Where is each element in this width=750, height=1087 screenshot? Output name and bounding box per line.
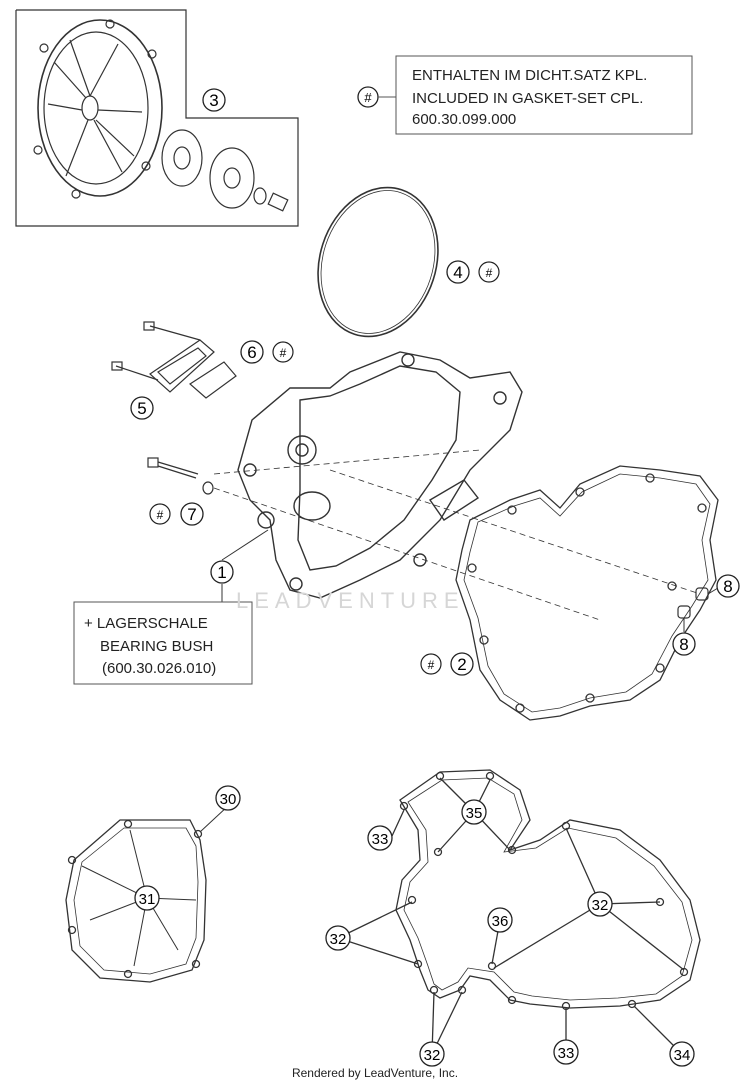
- svg-text:#: #: [280, 346, 287, 360]
- svg-text:32: 32: [592, 897, 609, 914]
- svg-text:30: 30: [220, 791, 237, 808]
- callout-33-bottom[interactable]: 33: [553, 1039, 579, 1065]
- callout-32-bottom[interactable]: 32: [419, 1041, 445, 1067]
- leadventure-watermark: LEADVENTURE: [236, 588, 465, 613]
- callout-32-right[interactable]: 32: [587, 891, 613, 917]
- svg-text:8: 8: [723, 577, 732, 596]
- svg-text:32: 32: [424, 1047, 441, 1064]
- callout-32-left[interactable]: 32: [325, 925, 351, 951]
- clutch-cover-housing: [213, 351, 701, 621]
- small-cover-plate: [111, 321, 237, 399]
- svg-text:1: 1: [217, 563, 226, 582]
- hash-6: #: [272, 341, 294, 363]
- callout-7[interactable]: 7: [180, 502, 204, 526]
- callout-3[interactable]: 3: [202, 88, 226, 112]
- svg-text:3: 3: [209, 91, 218, 110]
- bearing-part-number: (600.30.026.010): [102, 660, 216, 677]
- svg-text:33: 33: [558, 1045, 575, 1062]
- svg-text:31: 31: [139, 891, 156, 908]
- callout-34[interactable]: 34: [669, 1041, 695, 1067]
- svg-text:8: 8: [679, 635, 688, 654]
- legend-line-german: ENTHALTEN IM DICHT.SATZ KPL.: [412, 67, 647, 84]
- callout-33-top[interactable]: 33: [367, 825, 393, 851]
- cover-gasket: [455, 465, 719, 721]
- svg-text:2: 2: [457, 655, 466, 674]
- legend-line-english: INCLUDED IN GASKET-SET CPL.: [412, 90, 643, 107]
- footer-credit: Rendered by LeadVenture, Inc.: [291, 1066, 459, 1080]
- svg-text:36: 36: [492, 913, 509, 930]
- gasket-set-legend: # ENTHALTEN IM DICHT.SATZ KPL. INCLUDED …: [357, 55, 693, 135]
- bolt-and-washer: [147, 457, 214, 495]
- svg-text:6: 6: [247, 343, 256, 362]
- callout-30[interactable]: 30: [215, 785, 241, 811]
- svg-text:5: 5: [137, 399, 146, 418]
- large-gasket-detail: [337, 769, 701, 1055]
- svg-text:#: #: [428, 658, 435, 672]
- callout-36[interactable]: 36: [487, 907, 513, 933]
- bearing-bush-note: + LAGERSCHALE BEARING BUSH (600.30.026.0…: [73, 601, 253, 685]
- hash-4: #: [478, 261, 500, 283]
- svg-text:4: 4: [453, 263, 462, 282]
- svg-text:34: 34: [674, 1047, 691, 1064]
- callout-8-top[interactable]: 8: [716, 574, 740, 598]
- callout-31[interactable]: 31: [134, 885, 160, 911]
- svg-text:#: #: [364, 90, 372, 105]
- o-ring-gasket: [317, 186, 439, 338]
- hash-symbol-icon: #: [357, 86, 379, 108]
- svg-text:#: #: [157, 508, 164, 522]
- svg-text:35: 35: [466, 805, 483, 822]
- callout-35[interactable]: 35: [461, 799, 487, 825]
- callout-8-bottom[interactable]: 8: [672, 632, 696, 656]
- clutch-cover-subassembly: [15, 9, 299, 227]
- svg-text:33: 33: [372, 831, 389, 848]
- callout-6[interactable]: 6: [240, 340, 264, 364]
- callout-4[interactable]: 4: [446, 260, 470, 284]
- callout-5[interactable]: 5: [130, 396, 154, 420]
- callout-2[interactable]: 2: [450, 652, 474, 676]
- bearing-line-english: BEARING BUSH: [100, 638, 213, 655]
- hash-2: #: [420, 653, 442, 675]
- svg-text:#: #: [486, 266, 493, 280]
- hash-7: #: [149, 503, 171, 525]
- bearing-line-german: + LAGERSCHALE: [84, 615, 208, 632]
- svg-text:7: 7: [187, 505, 196, 524]
- legend-part-number: 600.30.099.000: [412, 111, 516, 128]
- callout-1[interactable]: 1: [210, 560, 234, 584]
- svg-text:32: 32: [330, 931, 347, 948]
